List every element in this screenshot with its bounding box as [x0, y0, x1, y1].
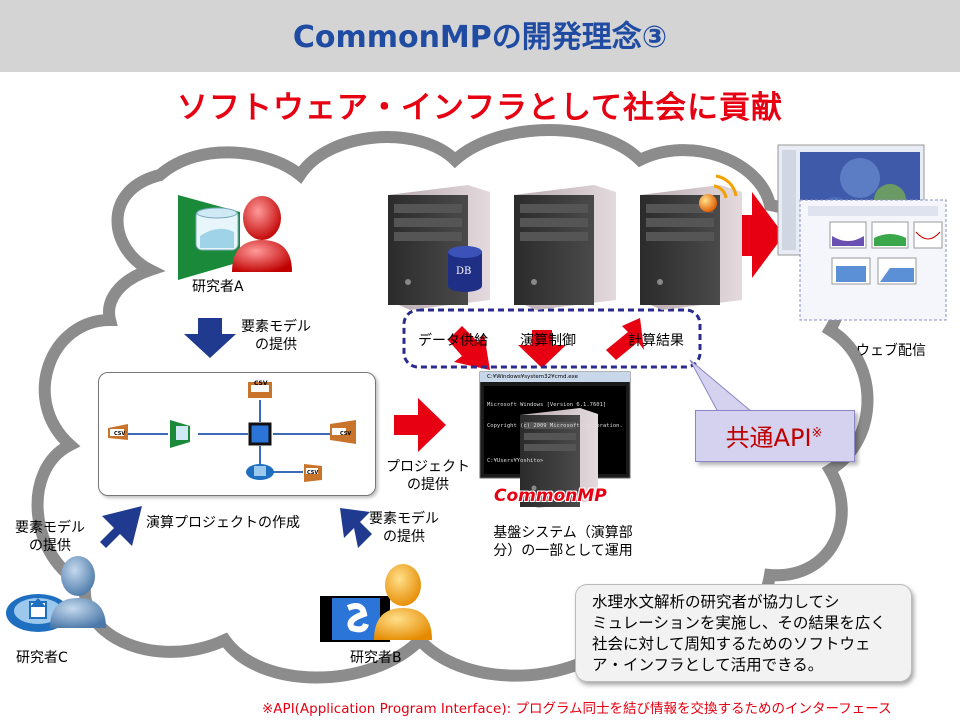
broadcast-orb-icon: [699, 194, 717, 212]
csv-tag-right: CSV: [340, 431, 352, 437]
server-db: [388, 185, 490, 310]
api-footnote: ※API(Application Program Interface): プログ…: [262, 701, 892, 717]
cloud-outline: [31, 124, 874, 684]
db-label: DB: [456, 266, 472, 277]
base-system-label: 基盤システム（演算部 分）の一部として運用: [493, 525, 633, 559]
provide-model-label-right: 要素モデル の提供: [369, 511, 439, 545]
blue-arrow-right-up: [340, 508, 372, 548]
provide-model-label-left: 要素モデル の提供: [15, 520, 85, 554]
web-screenshots: [777, 144, 947, 321]
calc-result-label: 計算結果: [628, 333, 684, 349]
api-note-mark: ※: [811, 426, 823, 441]
researcher-c-label: 研究者C: [16, 650, 68, 666]
page-title: CommonMPの開発理念③: [292, 20, 668, 55]
api-dashed-group: [402, 308, 702, 369]
calc-control-label: 演算制御: [520, 333, 576, 349]
api-callout: [695, 410, 855, 462]
cmd-window-body: Microsoft Windows [Version 6.1.7601] Cop…: [487, 388, 623, 472]
data-supply-label: データ供給: [418, 333, 488, 349]
researcher-c-figure: [6, 556, 106, 632]
researcher-a-figure: [178, 195, 292, 280]
red-arrow-web: [726, 192, 784, 278]
researcher-b-figure: [320, 564, 432, 642]
csv-tag-top: CSV: [254, 380, 268, 387]
provide-model-label-top: 要素モデル の提供: [241, 319, 311, 353]
commonmp-logo: CommonMP: [494, 486, 607, 506]
page-subtitle: ソフトウェア・インフラとして社会に貢献: [176, 90, 784, 126]
red-arrow-calc-control: [518, 330, 566, 368]
cmd-line: C:¥Users¥Yoshito>: [487, 458, 544, 464]
api-label: 共通API※: [725, 424, 823, 452]
csv-tag-left: CSV: [114, 431, 126, 437]
project-caption: 演算プロジェクトの作成: [146, 515, 300, 531]
cmd-line: Microsoft Windows [Version 6.1.7601]: [487, 402, 607, 408]
commonmp-console: [479, 371, 631, 508]
red-arrow-calc-result: [606, 318, 644, 360]
red-arrow-project: [394, 398, 446, 452]
model-workflow: [108, 382, 356, 482]
blue-arrow-left-up: [100, 506, 142, 548]
title-bar: [0, 0, 960, 72]
server-calc-result: [640, 174, 742, 310]
cmd-window-title: C:¥Windows¥system32¥cmd.exe: [487, 374, 579, 380]
csv-tag-bottom: CSV: [307, 470, 319, 476]
researcher-a-label: 研究者A: [192, 279, 244, 295]
description-box: [575, 584, 912, 682]
cmd-line: Copyright (c) 2009 Microsoft Corporation…: [487, 423, 623, 429]
server-calc-control: [514, 185, 616, 310]
api-callout-pointer: [689, 359, 754, 413]
web-distribution-label: ウェブ配信: [856, 343, 926, 359]
blue-arrow-down: [184, 318, 236, 358]
researcher-b-label: 研究者B: [350, 650, 402, 666]
description-text: 水理水文解析の研究者が協力してシ ミュレーションを実施し、その結果を広く 社会に…: [592, 593, 886, 674]
provide-project-label: プロジェクト の提供: [386, 459, 470, 493]
red-arrow-data-supply: [448, 326, 490, 370]
